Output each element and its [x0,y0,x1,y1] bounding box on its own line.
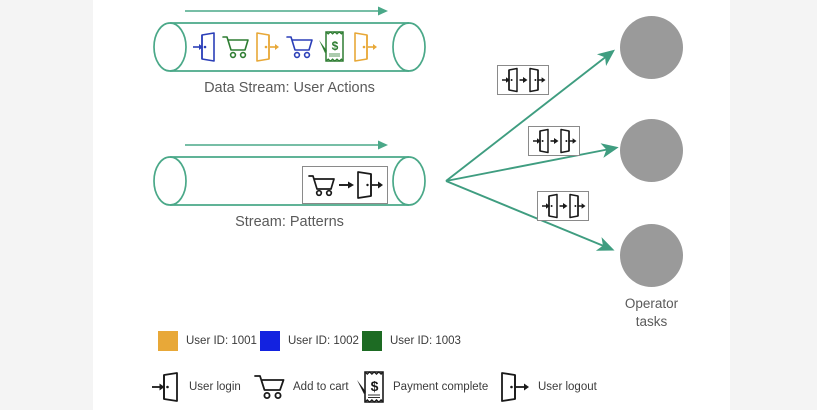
payment-complete-icon: $ [357,371,384,403]
stream-patterns-label: Stream: Patterns [235,214,344,230]
operator-tasks-label-line1: Operator [624,296,679,311]
legend-payment-complete: $ Payment complete [356,370,488,404]
user-logout-icon [560,128,577,154]
stream-user-actions-flow-arrow [185,6,388,16]
user-logout-icon [357,171,383,199]
user-logout-icon [256,32,279,62]
add-to-cart-icon [308,175,335,197]
stream-user-actions-label: Data Stream: User Actions [204,80,375,96]
legend-label-user-login: User login [189,381,241,393]
legend-label-add-to-cart: Add to cart [293,381,349,393]
user-logout-icon [501,372,529,402]
user-login-icon [533,128,549,154]
stream-patterns-flow-arrow [185,140,388,150]
operator-task-circle-1 [620,16,683,79]
operator-dispatch-arrows [445,49,619,251]
legend-user-1003: User ID: 1003 [362,331,461,351]
legend-user-1001: User ID: 1001 [158,331,257,351]
user-logout-icon [354,32,377,62]
operator-task-circle-2 [620,119,683,182]
arrow-right-icon [550,138,559,144]
arrow-right-icon [559,203,568,209]
legend-label-user-logout: User logout [538,381,597,393]
arrow-right-icon [339,181,354,189]
pattern-box-1 [497,65,549,95]
user-logout-icon [529,67,546,93]
user-login-icon [193,32,215,62]
payment-complete-icon: $ [319,31,344,62]
legend-swatch-1001 [158,331,178,351]
add-to-cart-icon [254,375,285,399]
user-login-icon [152,372,178,402]
pattern-box-2 [528,126,580,156]
stream-user-actions-pipe [153,22,426,72]
user-login-icon [502,67,518,93]
operator-task-circle-3 [620,224,683,287]
user-login-icon [542,193,558,219]
legend-label-1002: User ID: 1002 [288,335,359,347]
legend-swatch-1003 [362,331,382,351]
arrow-right-icon [519,77,528,83]
svg-text:$: $ [332,39,339,53]
legend-label-1003: User ID: 1003 [390,335,461,347]
user-logout-icon [569,193,586,219]
legend-add-to-cart: Add to cart [254,373,349,401]
legend-user-login: User login [150,371,241,403]
pattern-box-3 [537,191,589,221]
legend-user-1002: User ID: 1002 [260,331,359,351]
operator-tasks-label-line2: tasks [635,314,668,329]
svg-text:$: $ [371,378,379,394]
legend-swatch-1002 [260,331,280,351]
legend-label-payment-complete: Payment complete [393,381,489,393]
add-to-cart-icon [222,36,249,59]
legend-user-logout: User logout [499,371,597,403]
legend-label-1001: User ID: 1001 [186,335,257,347]
stream-patterns-pipe [153,156,426,206]
pattern-box-in-stream [302,166,388,204]
add-to-cart-icon [286,36,313,59]
